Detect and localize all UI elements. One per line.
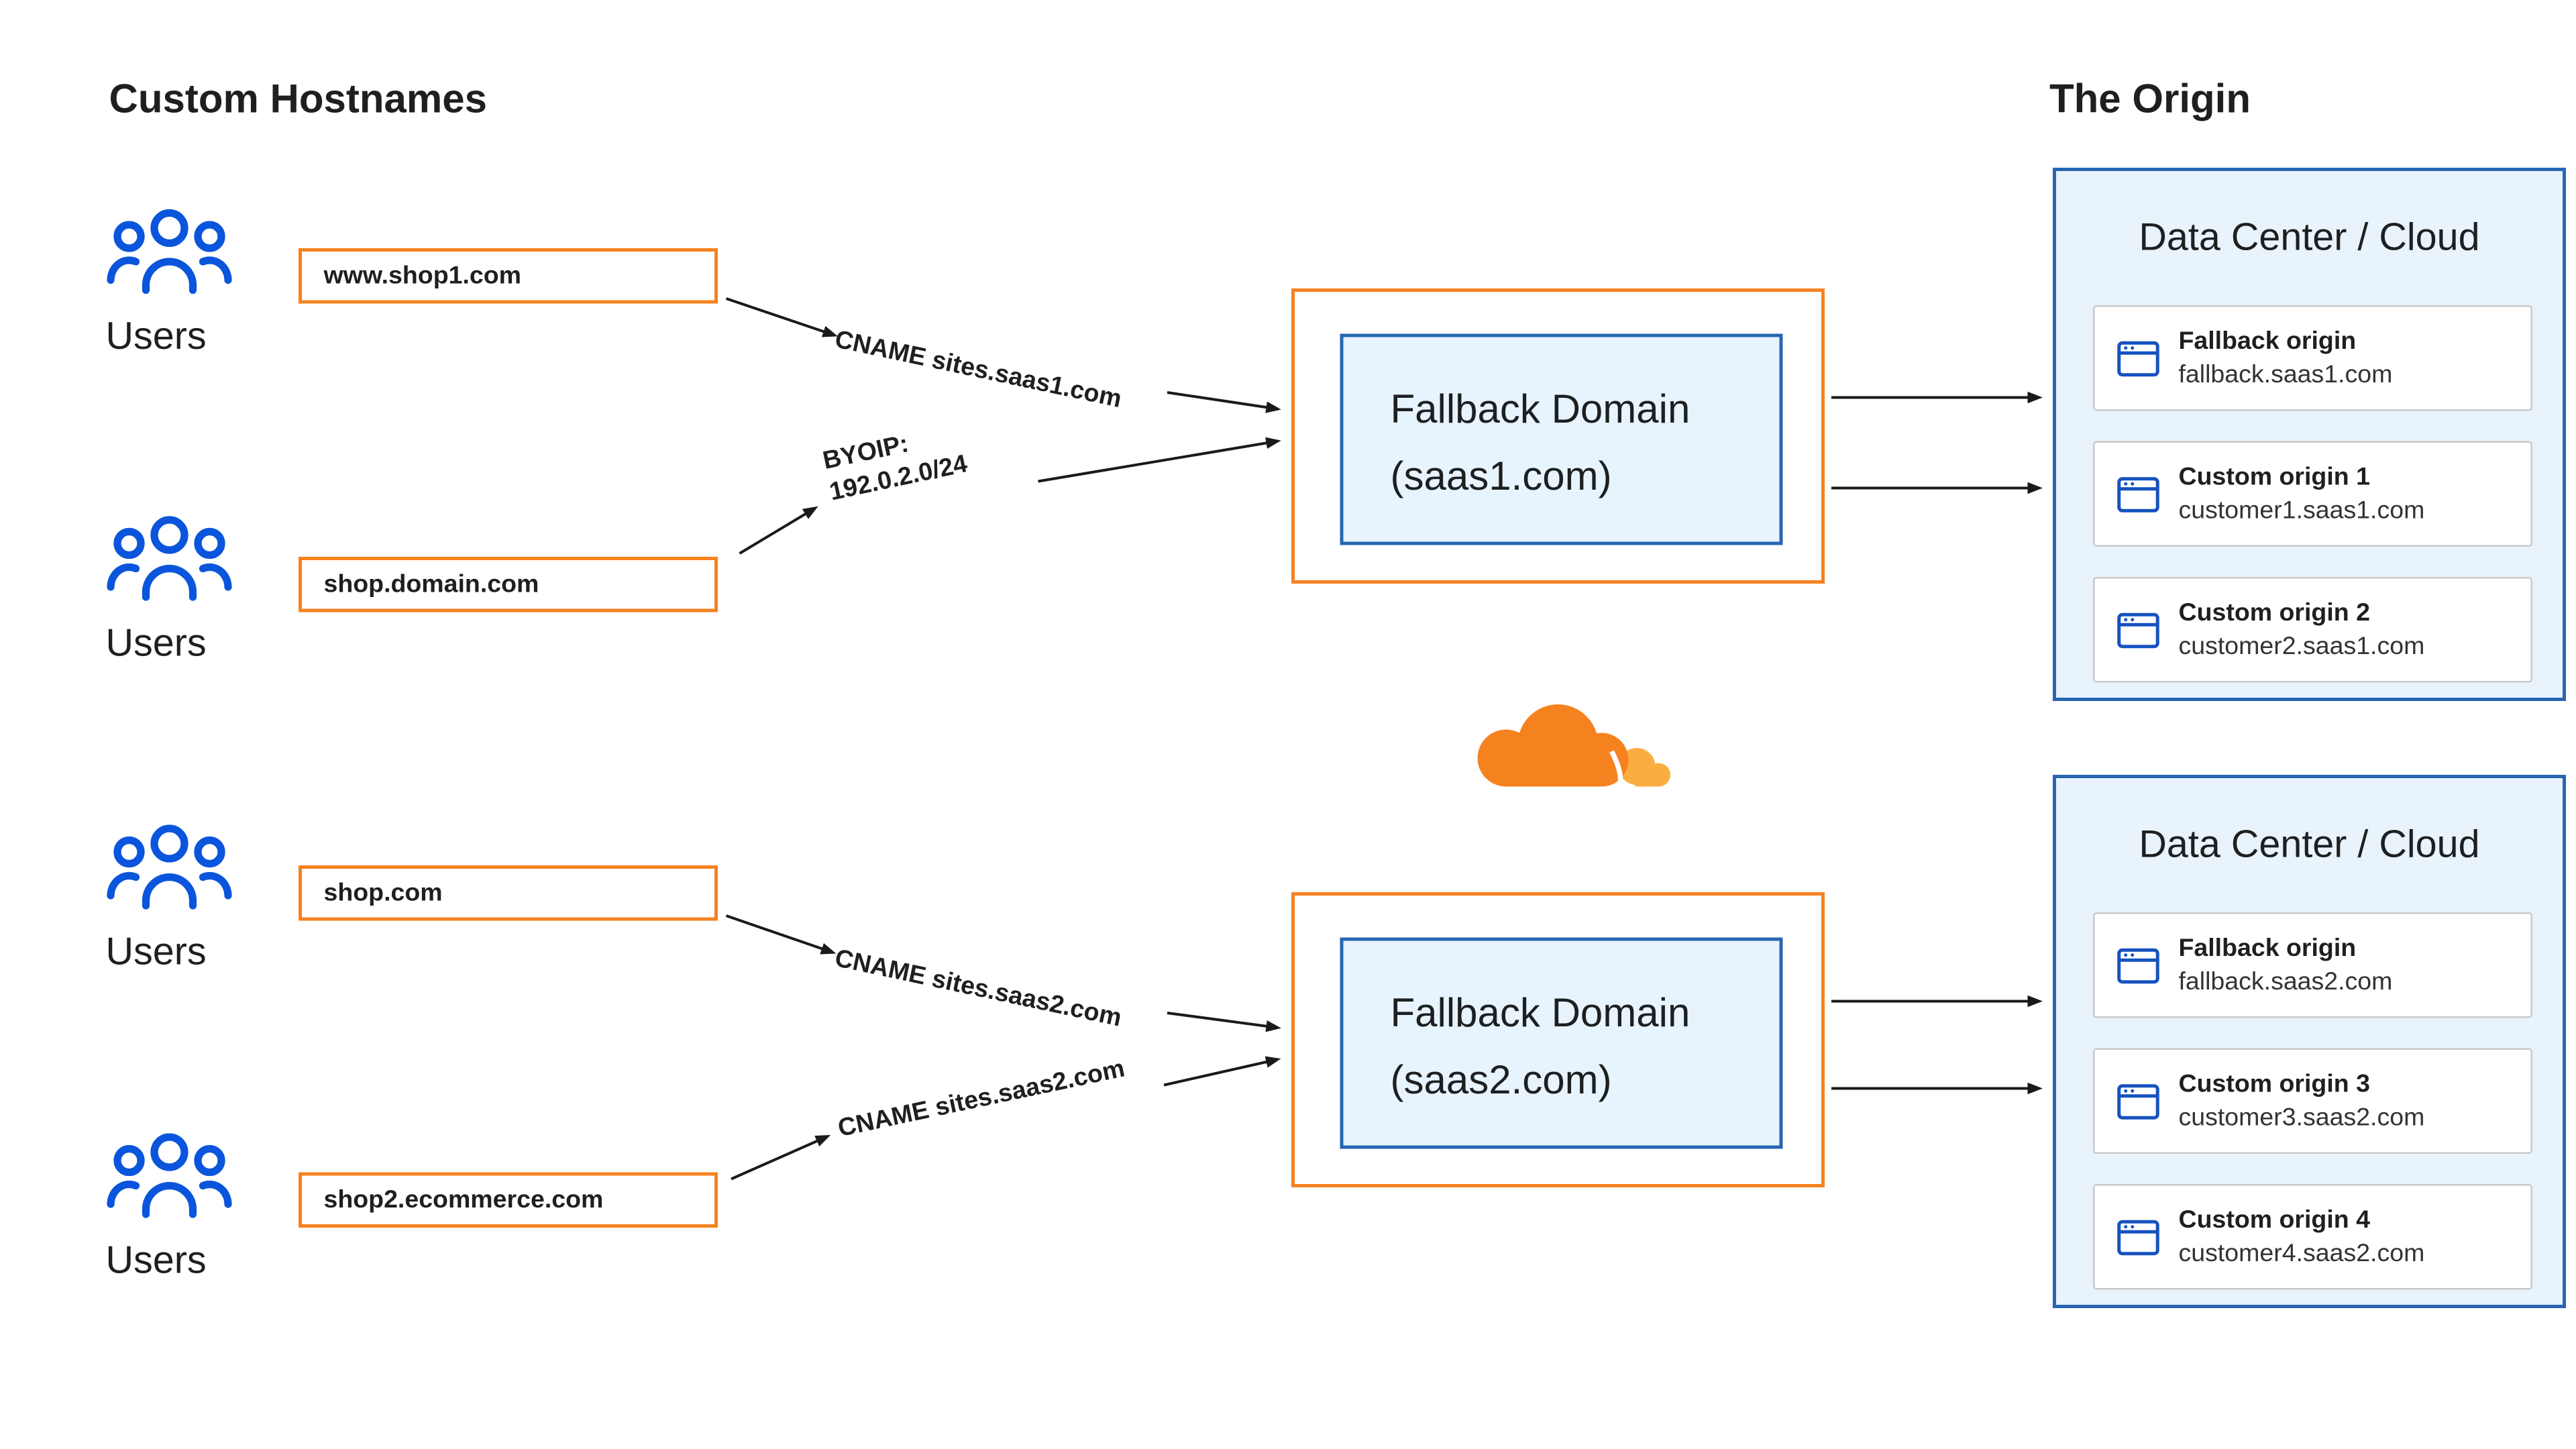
hostname-box-shop: shop.com bbox=[299, 865, 718, 921]
users-label: Users bbox=[105, 929, 207, 973]
user-group-2: Users bbox=[106, 513, 233, 666]
users-icon bbox=[107, 516, 232, 601]
hostname-box-shop1: www.shop1.com bbox=[299, 248, 718, 304]
arrow-label-to-fallback1 bbox=[1167, 391, 1281, 413]
arrow-byoip-to-fallback1 bbox=[1038, 437, 1281, 483]
browser-icon bbox=[2117, 1083, 2159, 1119]
card-name: Fallback origin bbox=[2178, 933, 2357, 962]
arrow-label2-to-fallback2 bbox=[1163, 1056, 1281, 1087]
browser-icon bbox=[2117, 476, 2159, 512]
users-icon bbox=[107, 1133, 232, 1218]
panel-title: Data Center / Cloud bbox=[2139, 822, 2480, 865]
card-host: customer1.saas1.com bbox=[2178, 495, 2425, 525]
users-label: Users bbox=[105, 621, 207, 664]
fallback-domain-saas1: Fallback Domain (saas1.com) bbox=[1340, 333, 1783, 545]
the-origin-title: The Origin bbox=[2049, 77, 2251, 123]
origin-panel-1: Data Center / Cloud Fallback origin fall… bbox=[2053, 168, 2566, 701]
origin-card: Custom origin 3 customer3.saas2.com bbox=[2093, 1048, 2532, 1154]
arrow-shop-to-label bbox=[725, 914, 837, 955]
card-name: Fallback origin bbox=[2178, 326, 2357, 355]
origin-card: Fallback origin fallback.saas2.com bbox=[2093, 912, 2532, 1018]
edge-label-cname-saas2-a: CNAME sites.saas2.com bbox=[832, 944, 1124, 1033]
card-host: customer4.saas2.com bbox=[2178, 1238, 2425, 1267]
users-icon bbox=[107, 824, 232, 910]
user-group-1: Users bbox=[106, 207, 233, 360]
card-name: Custom origin 4 bbox=[2178, 1205, 2370, 1234]
edge-label-cname-saas1: CNAME sites.saas1.com bbox=[832, 325, 1124, 415]
users-icon bbox=[107, 209, 232, 294]
edge-label-byoip: BYOIP: 192.0.2.0/24 bbox=[820, 417, 971, 508]
browser-icon bbox=[2117, 1219, 2159, 1254]
fallback-domain-line2: (saas2.com) bbox=[1390, 1058, 1612, 1104]
origin-card: Custom origin 2 customer2.saas1.com bbox=[2093, 577, 2532, 683]
card-name: Custom origin 3 bbox=[2178, 1069, 2370, 1098]
origin-panel-2: Data Center / Cloud Fallback origin fall… bbox=[2053, 775, 2566, 1308]
card-host: fallback.saas1.com bbox=[2178, 360, 2393, 388]
hostname-box-shop2: shop2.ecommerce.com bbox=[299, 1172, 718, 1228]
fallback-domain-saas2-outer: Fallback Domain (saas2.com) bbox=[1291, 892, 1825, 1187]
fallback-domain-line1: Fallback Domain bbox=[1390, 991, 1690, 1037]
fallback-domain-line1: Fallback Domain bbox=[1390, 387, 1690, 433]
arrow-shopdomain-to-label bbox=[739, 506, 818, 555]
hostname-box-shopdomain: shop.domain.com bbox=[299, 557, 718, 612]
cloudflare-cloud-icon bbox=[1477, 704, 1670, 788]
browser-icon bbox=[2117, 612, 2159, 647]
browser-icon bbox=[2117, 340, 2159, 376]
arrow-shop2-to-label bbox=[731, 1134, 831, 1181]
fallback-domain-saas1-outer: Fallback Domain (saas1.com) bbox=[1291, 288, 1825, 584]
users-label: Users bbox=[105, 313, 207, 358]
card-name: Custom origin 2 bbox=[2178, 598, 2370, 627]
panel-title: Data Center / Cloud bbox=[2139, 215, 2480, 258]
card-host: customer2.saas1.com bbox=[2178, 631, 2425, 660]
cloudflare-logo bbox=[1434, 681, 1686, 810]
card-name: Custom origin 1 bbox=[2178, 462, 2370, 491]
users-label: Users bbox=[105, 1238, 207, 1281]
arrow-shop1-to-label bbox=[725, 297, 838, 337]
browser-icon bbox=[2117, 947, 2159, 983]
user-group-3: Users bbox=[106, 822, 233, 975]
origin-card: Custom origin 4 customer4.saas2.com bbox=[2093, 1184, 2532, 1290]
edge-label-cname-saas2-b: CNAME sites.saas2.com bbox=[835, 1054, 1128, 1144]
origin-card: Fallback origin fallback.saas1.com bbox=[2093, 305, 2532, 411]
fallback-domain-line2: (saas1.com) bbox=[1390, 454, 1612, 500]
custom-hostnames-title: Custom Hostnames bbox=[109, 77, 487, 123]
origin-card: Custom origin 1 customer1.saas1.com bbox=[2093, 441, 2532, 547]
arrow-label-to-fallback2 bbox=[1167, 1012, 1281, 1032]
fallback-domain-saas2: Fallback Domain (saas2.com) bbox=[1340, 937, 1783, 1149]
card-host: fallback.saas2.com bbox=[2178, 967, 2393, 996]
user-group-4: Users bbox=[106, 1130, 233, 1283]
card-host: customer3.saas2.com bbox=[2178, 1102, 2425, 1132]
